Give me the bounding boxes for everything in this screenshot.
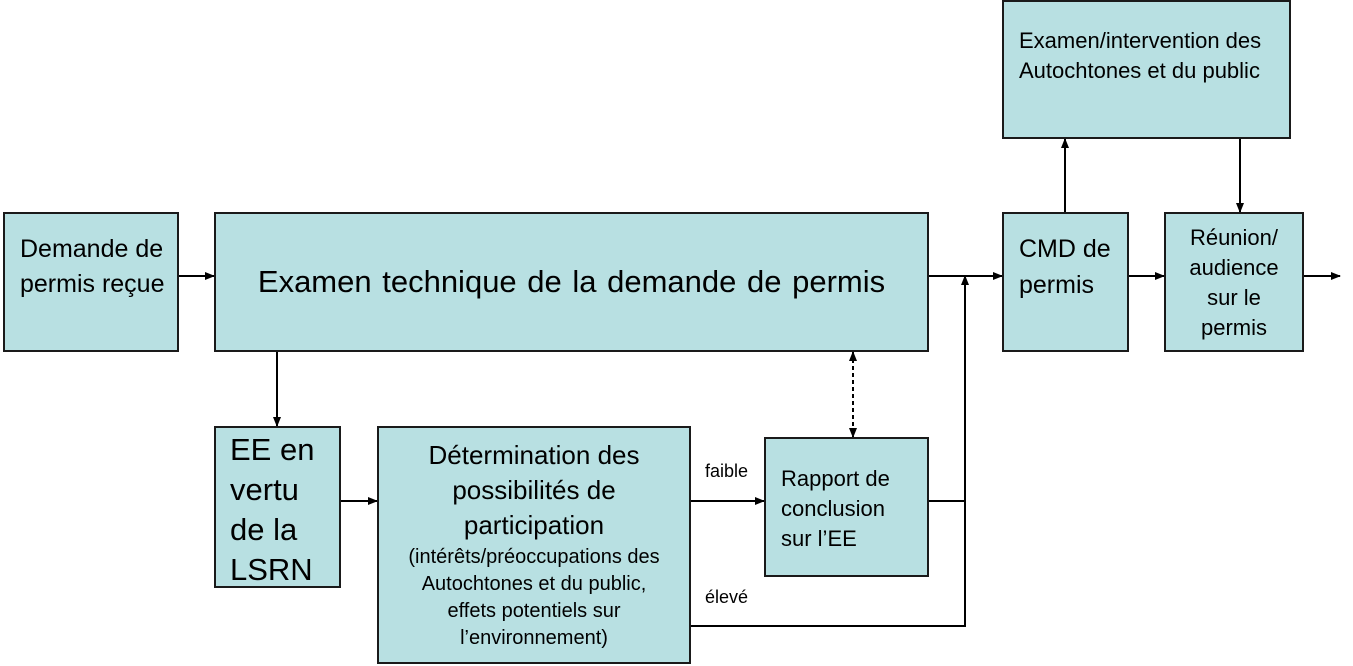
box-ee-lsrn: EE en vertu de la LSRN [214, 426, 341, 588]
box-cmd-permis: CMD de permis [1002, 212, 1129, 352]
box-demande-permis: Demande de permis reçue [3, 212, 179, 352]
box-examen-technique: Examen technique de la demande de permis [214, 212, 929, 352]
box-ee-label: EE en vertu de la LSRN [230, 432, 315, 587]
box-determination-label: Détermination des possibilités de partic… [428, 440, 640, 540]
box-demande-label: Demande de permis reçue [20, 235, 165, 298]
edge-label-eleve: élevé [705, 587, 749, 607]
box-examen-label: Examen technique de la demande de permis [257, 264, 886, 299]
box-cmd-label: CMD de permis [1019, 235, 1111, 299]
edge-label-faible: faible [705, 461, 749, 481]
box-reunion-audience: Réunion/ audience sur le permis [1164, 212, 1304, 352]
box-rapport-conclusion: Rapport de conclusion sur l’EE [764, 437, 929, 577]
box-reunion-label: Réunion/ audience sur le permis [1189, 225, 1279, 340]
box-rapport-label: Rapport de conclusion sur l’EE [781, 466, 890, 551]
box-examen-intervention: Examen/intervention des Autochtones et d… [1002, 0, 1291, 139]
box-determination-sublabel: (intérêts/préoccupations des Autochtones… [408, 546, 660, 649]
line-determination-eleve-to-junction [691, 501, 966, 627]
box-intervention-label: Examen/intervention des Autochtones et d… [1019, 28, 1262, 83]
box-determination: Détermination des possibilités de partic… [377, 426, 691, 664]
